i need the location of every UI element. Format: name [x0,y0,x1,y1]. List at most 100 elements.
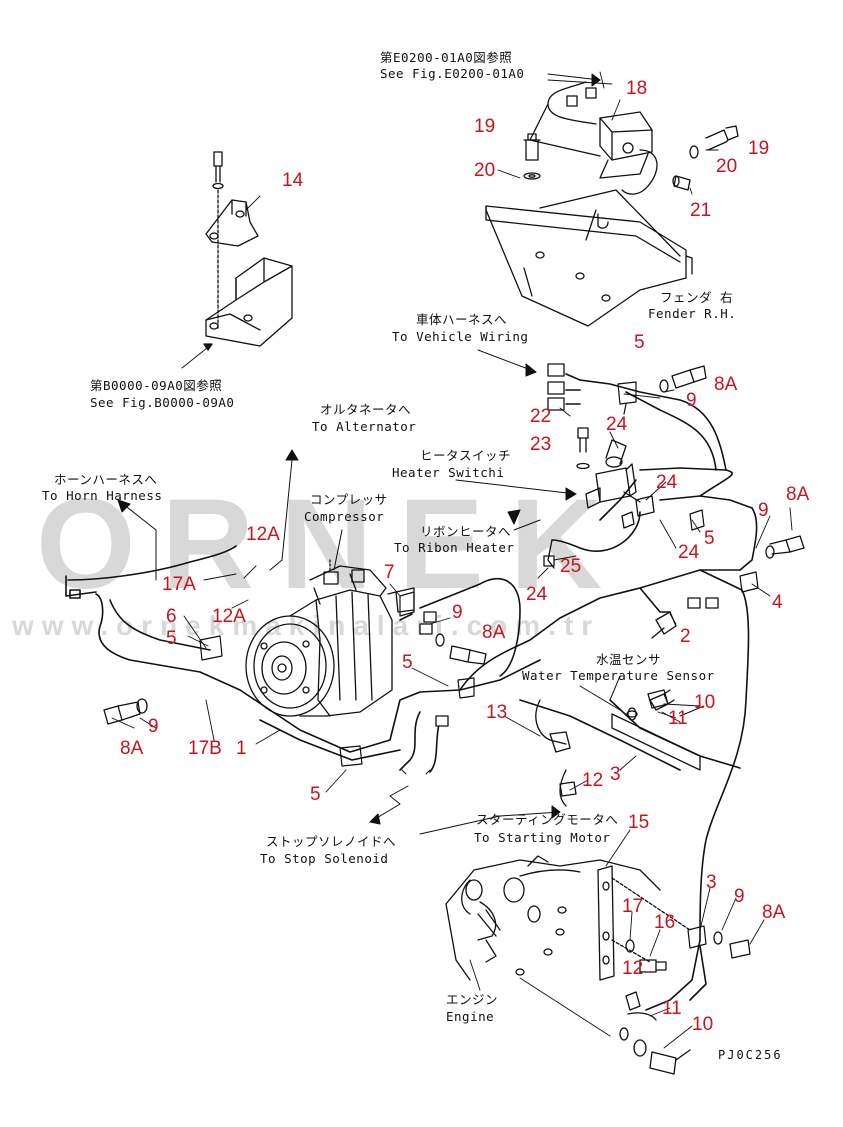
callout-17A: 17A [162,574,196,595]
alternator-label-en: To Alternator [312,419,417,434]
callout-24: 24 [606,414,628,435]
callout-9: 9 [758,500,769,521]
heater-switch [585,439,641,509]
stop-solenoid-label-jp: ストップソレノイドへ [266,834,397,849]
callout-5: 5 [634,332,645,353]
callout-8A: 8A [786,484,810,505]
callout-3: 3 [706,872,717,893]
callout-8A: 8A [120,738,144,759]
engine-block [445,855,661,991]
callout-21: 21 [690,200,712,221]
callout-5: 5 [704,528,715,549]
heater-switch-label-jp: ヒータスイッチ [420,448,512,463]
callout-8A: 8A [714,374,738,395]
leaders-bottom [519,829,765,1049]
callout-25: 25 [560,556,582,577]
heater-switch-label-en: Heater Switchi [392,465,505,480]
callout-2: 2 [680,626,691,647]
water-temp-sensor-parts [611,611,701,771]
callout-5: 5 [166,628,177,649]
callout-19: 19 [474,116,496,137]
leaders-top [497,71,719,195]
bolt-23 [576,427,590,470]
ribon-heater-label-en: To Ribon Heater [394,540,515,555]
callout-24: 24 [526,584,548,605]
engine-label-en: Engine [446,1009,495,1024]
stop-solenoid-arrows [369,769,561,835]
relay-assembly [599,111,658,195]
callout-10: 10 [692,1014,714,1035]
mid-bolts [103,365,805,725]
ref-e0200-en: See Fig.E0200-01A0 [380,66,525,81]
compressor-label-en: Compressor [304,509,385,524]
ref-e0200-jp: 第E0200-01A0図参照 [380,50,513,65]
starting-motor-label-jp: スターティングモータへ [476,812,619,827]
plate-15 [597,865,691,981]
fender-label-jp: フェンダ 右 [660,290,734,305]
callout-11: 11 [662,998,682,1019]
clamps [199,381,759,949]
relay-connector-wire [529,81,601,157]
ribon-heater-connectors [543,495,655,569]
callout-20: 20 [474,160,496,181]
reference-arrows [117,73,705,717]
callout-8A: 8A [482,622,506,643]
callout-12: 12 [582,770,604,791]
harness-connectors [419,363,719,727]
callout-19: 19 [748,138,770,159]
callout-22: 22 [530,406,552,427]
vehicle-wiring-label-jp: 車体ハーネスへ [416,312,508,327]
leaders-mid [111,389,793,793]
ribon-heater-label-jp: リボンヒータへ [420,524,512,539]
callout-12A: 12A [246,524,280,545]
callout-9: 9 [452,602,463,623]
callout-9: 9 [148,716,159,737]
callout-6: 6 [166,606,177,627]
stop-solenoid-label-en: To Stop Solenoid [260,851,389,866]
horn-harness-label-jp: ホーンハーネスへ [54,472,158,487]
callout-13: 13 [486,702,508,723]
callout-15: 15 [628,812,650,833]
sensor-13-12 [535,699,577,807]
callout-10: 10 [694,692,716,713]
callout-24: 24 [678,542,700,563]
callout-4: 4 [772,592,783,613]
callout-1: 1 [236,738,247,759]
callout-16: 16 [654,912,676,933]
callout-5: 5 [310,784,321,805]
starting-motor-label-en: To Starting Motor [474,830,611,845]
callout-8A: 8A [762,902,786,923]
callout-23: 23 [530,434,552,455]
callout-3: 3 [610,764,621,785]
callout-12: 12 [622,958,644,979]
callout-9: 9 [734,886,745,907]
alternator-label-jp: オルタネータへ [320,402,412,417]
ref-b0000-en: See Fig.B0000-09A0 [90,395,235,410]
callout-20: 20 [716,156,738,177]
compressor [245,559,415,717]
callout-17B: 17B [188,738,222,759]
bolts-top [523,125,739,191]
callout-11: 11 [668,708,688,729]
callout-7: 7 [384,562,395,583]
callout-12A: 12A [212,606,246,627]
horn-harness-label-en: To Horn Harness [42,488,163,503]
compressor-label-jp: コンプレッサ [310,492,388,507]
callout-18: 18 [626,78,648,99]
callout-14: 14 [282,170,304,191]
engine-label-jp: エンジン [446,992,499,1007]
water-temp-label-jp: 水温センサ [596,652,662,667]
ref-b0000-jp: 第B0000-09A0図参照 [90,378,223,393]
vehicle-wiring-label-en: To Vehicle Wiring [392,329,529,344]
water-temp-label-en: Water Temperature Sensor [522,668,715,683]
fender-bracket [485,189,693,327]
drawing-code: PJ0C256 [718,1048,783,1062]
fasteners-bottom [619,931,751,1075]
callout-5: 5 [402,652,413,673]
callout-17: 17 [622,896,644,917]
callout-9: 9 [686,390,697,411]
callout-24: 24 [656,472,678,493]
fender-label-en: Fender R.H. [648,306,737,321]
